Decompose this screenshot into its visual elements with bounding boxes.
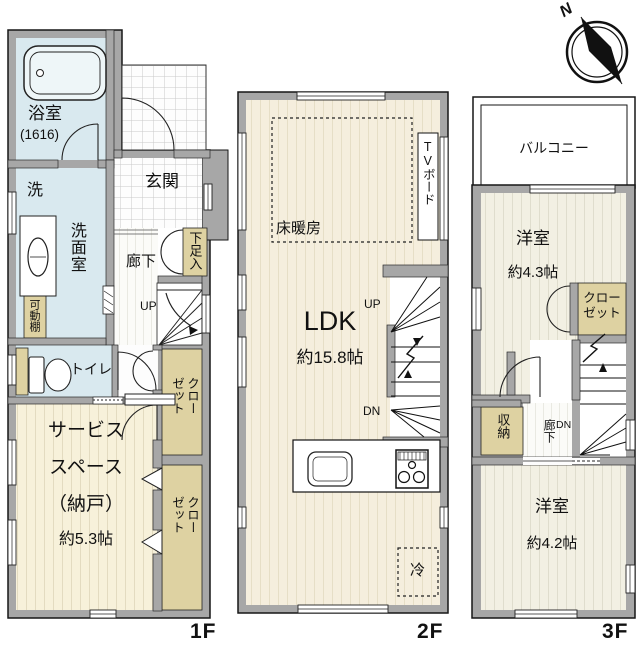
floor-label-1f: 1F	[190, 620, 217, 643]
stairs-1f-treads	[157, 289, 203, 346]
label-bedroom-north: 洋室	[516, 229, 550, 248]
hallway-floor-3f	[523, 403, 572, 457]
closet-door	[140, 467, 163, 491]
kitchen-sink	[307, 451, 353, 487]
label-balcony: バルコニー	[519, 140, 589, 156]
label-bedroom-north-size: 約4.3帖	[507, 264, 559, 281]
sliding-door-washroom	[102, 285, 115, 315]
label-floor-heating: 床暖房	[276, 220, 322, 237]
label-service-space-1: サービス	[47, 420, 124, 441]
stove	[395, 449, 429, 489]
entrance-floor	[114, 158, 202, 228]
entrance-porch	[121, 64, 207, 151]
label-ldk: LDK	[303, 306, 357, 336]
label-washroom: 洗面室	[67, 222, 85, 273]
label-bedroom-south: 洋室	[535, 497, 569, 516]
stairs-arrow-up-2f	[413, 338, 421, 346]
bedroom-south-floor	[481, 465, 626, 610]
floor-2f-plan	[237, 91, 449, 614]
balcony	[472, 96, 636, 189]
stairs-direction-arrow-1f	[189, 326, 198, 335]
interior-walls-1f	[7, 29, 211, 612]
label-storage: 収納	[495, 413, 511, 439]
label-service-space-2: スペース	[49, 457, 123, 478]
label-laundry: 洗	[27, 182, 44, 199]
label-up-1f: UP	[140, 299, 157, 313]
sliding-door-storage	[124, 393, 176, 406]
stairs-arrow-down-2f	[404, 370, 412, 378]
label-refrigerator: 冷	[410, 562, 426, 579]
label-toilet: トイレ	[70, 361, 112, 377]
doors-1f	[61, 97, 184, 441]
compass-icon	[565, 16, 629, 85]
bathtub	[23, 45, 107, 101]
north-arrow	[581, 17, 622, 84]
toilet-fixture	[28, 356, 72, 394]
floor-3f-plan	[471, 96, 636, 619]
label-bathroom: 浴室	[28, 104, 62, 123]
label-up-2f: UP	[364, 297, 381, 311]
closet-3f	[577, 282, 627, 336]
label-hallway-1f: 廊下	[126, 253, 157, 270]
label-closet-upper-1f: クローゼット	[170, 377, 199, 415]
label-service-space-3: （納戸）	[47, 494, 124, 515]
stairs-3f	[580, 343, 626, 457]
label-bathroom-size: (1616)	[20, 127, 60, 142]
label-service-space-size: 約5.3帖	[58, 531, 114, 548]
label-tv-board: TVボード	[420, 140, 435, 206]
label-ldk-size: 約15.8帖	[296, 348, 364, 367]
stairs-arrow-up-3f	[599, 363, 607, 372]
stairs-2f-treads	[390, 276, 441, 438]
shoe-cabinet	[182, 227, 208, 277]
label-closet-lower-1f: クローゼット	[170, 496, 199, 534]
closet-door	[141, 529, 163, 555]
refrigerator-space	[397, 547, 439, 597]
floor-label-2f: 2F	[417, 620, 444, 643]
floor-label-3f: 3F	[602, 620, 629, 643]
closet-lower-1f	[161, 464, 203, 611]
label-entrance: 玄関	[145, 172, 179, 191]
stairs-1f	[156, 282, 203, 346]
tv-board	[417, 132, 439, 241]
label-closet-3f: クロー ゼット	[583, 291, 621, 320]
service-space-floor	[16, 404, 157, 610]
doors-3f	[499, 285, 571, 398]
label-shoe-cabinet: 下足入	[187, 231, 203, 270]
vanity-sink	[19, 215, 57, 297]
label-dn-2f: DN	[363, 404, 381, 418]
label-hallway-3f: 廊下	[542, 419, 557, 443]
storage-3f	[480, 406, 524, 456]
label-bedroom-south-size: 約4.2帖	[526, 535, 578, 552]
stairs-2f	[390, 277, 440, 437]
label-movable-shelf: 可動棚	[27, 299, 40, 332]
label-dn-3f: DN	[556, 419, 572, 431]
floor-1f-plan	[7, 29, 229, 619]
